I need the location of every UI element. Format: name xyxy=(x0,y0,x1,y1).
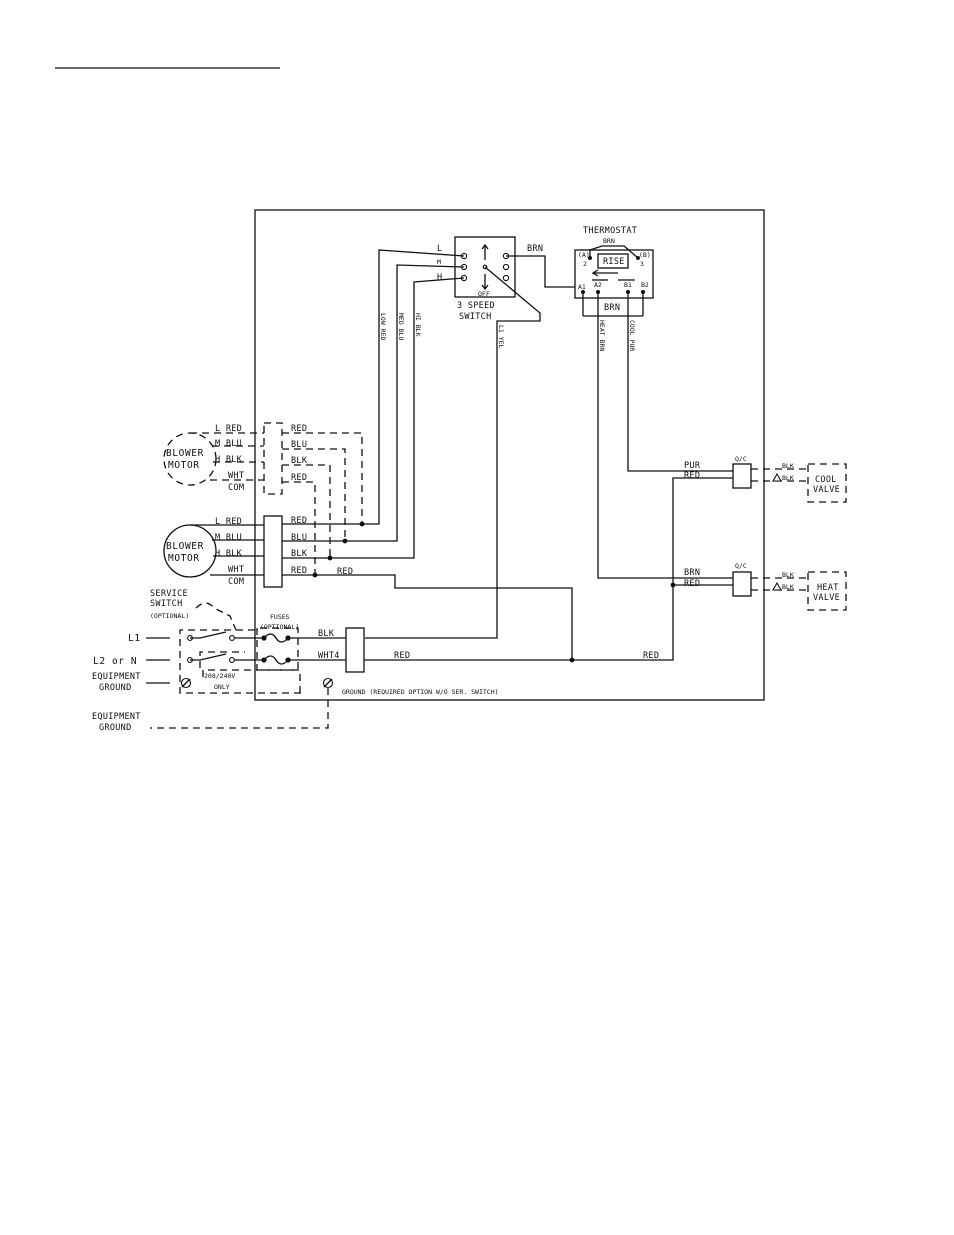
thermostat-rise: RISE xyxy=(603,257,625,267)
cool-valve-2: VALVE xyxy=(813,485,840,495)
line-terminal: BLK WHT4 RED RED xyxy=(288,477,733,673)
wire-label-l1-yel: L1 YEL xyxy=(497,325,505,349)
thermostat-term-3: 3 xyxy=(640,260,644,268)
cool-pur-label: PUR xyxy=(684,461,701,471)
motor-solid-lead-wht: WHT xyxy=(228,565,244,575)
cool-qc-label: Q/C xyxy=(735,455,747,463)
heat-valve-2: VALVE xyxy=(813,593,840,603)
cool-blk-1: BLK xyxy=(782,462,794,470)
switch-wires: LOW RED MED BLU HI BLK L1 YEL BRN xyxy=(330,244,575,639)
thermostat-brn-top: BRN xyxy=(603,237,615,245)
service-l2-label: L2 or N xyxy=(93,656,137,667)
motor-solid-title-2: MOTOR xyxy=(168,553,200,564)
fuses-label: FUSES xyxy=(270,613,290,621)
motor-dashed-right-red-2: RED xyxy=(291,473,307,483)
motor-dashed-right-blu: BLU xyxy=(291,440,307,450)
switch-label-m: M xyxy=(437,258,441,266)
wire-label-hi-blk: HI BLK xyxy=(414,313,422,337)
motor-solid-lead-h: H BLK xyxy=(215,549,243,559)
ground: GROUND (REQUIRED OPTION W/O SER. SWITCH)… xyxy=(92,677,499,733)
service-voltage-1: 208/240V xyxy=(204,672,235,680)
heat-blk-1: BLK xyxy=(782,571,794,579)
motor-dashed-lead-wht: WHT xyxy=(228,471,244,481)
switch-label-h: H xyxy=(437,273,442,283)
switch-label-off: OFF xyxy=(478,290,490,298)
cool-valve: PUR RED Q/C BLK BLK COOL VALVE xyxy=(684,455,847,503)
service-voltage-2: ONLY xyxy=(214,683,230,691)
motor-solid-right-blk: BLK xyxy=(291,549,308,559)
fuses: FUSES (OPTIONAL) xyxy=(256,613,299,671)
motor-dashed-lead-m: M BLU xyxy=(215,439,242,449)
service-eq-ground-1: EQUIPMENT xyxy=(92,672,141,682)
motor-solid-lead-com: COM xyxy=(228,577,244,587)
heat-qc-label: Q/C xyxy=(735,562,747,570)
cool-blk-2: BLK xyxy=(782,474,794,482)
three-speed-switch: L M H OFF 3 SPEED SWITCH xyxy=(437,236,516,322)
motor-solid-right-red: RED xyxy=(291,516,307,526)
motor-dashed-lead-l: L RED xyxy=(215,424,242,434)
ground-note: GROUND (REQUIRED OPTION W/O SER. SWITCH) xyxy=(342,688,499,696)
heat-valve-1: HEAT xyxy=(817,583,839,593)
thermostat-term-2: 2 xyxy=(583,260,587,268)
cool-red-label: RED xyxy=(684,471,700,481)
line-red-label: RED xyxy=(394,651,410,661)
motor-solid-lead-l: L RED xyxy=(215,517,242,527)
heat-valve: BRN RED Q/C BLK BLK HEAT VALVE xyxy=(684,562,847,611)
thermostat-term-a2: A2 xyxy=(594,281,602,289)
service-l1-label: L1 xyxy=(128,633,141,644)
switch-title-2: SWITCH xyxy=(459,312,492,322)
switch-title-1: 3 SPEED xyxy=(457,301,495,311)
fuses-optional: (OPTIONAL) xyxy=(260,623,299,631)
service-switch-optional: (OPTIONAL) xyxy=(150,612,189,620)
motor-solid-lead-m: M BLU xyxy=(215,533,242,543)
line-blk-label: BLK xyxy=(318,629,335,639)
motor-dashed-title-2: MOTOR xyxy=(168,460,200,471)
motor-dashed-right-blk: BLK xyxy=(291,456,308,466)
service-eq-ground-2: GROUND xyxy=(99,683,132,693)
motor-solid-right-blu: BLU xyxy=(291,533,307,543)
eq-ground-bottom-1: EQUIPMENT xyxy=(92,712,141,722)
unit-enclosure xyxy=(254,209,765,701)
motor-solid-title-1: BLOWER xyxy=(166,541,204,552)
motor-solid-right-red-3: RED xyxy=(337,567,353,577)
heat-red-label: RED xyxy=(684,579,700,589)
eq-ground-bottom-2: GROUND xyxy=(99,723,132,733)
wire-label-brn: BRN xyxy=(527,244,543,254)
wire-label-med-blu: MED BLU xyxy=(397,313,405,340)
wire-label-cool-pur: COOL PUR xyxy=(628,320,636,351)
motor-dashed-right-red: RED xyxy=(291,424,307,434)
line-wht-label: WHT4 xyxy=(318,651,340,661)
thermostat-term-b-top: (B) xyxy=(639,251,651,259)
thermostat-title: THERMOSTAT xyxy=(583,226,637,236)
line-red2-label: RED xyxy=(643,651,659,661)
motor-dashed-lead-h: H BLK xyxy=(215,455,243,465)
thermostat: THERMOSTAT BRN RISE (A) (B) 2 3 A1 A2 B1… xyxy=(574,226,733,579)
thermostat-term-a1: A1 xyxy=(578,283,586,291)
blower-motor-dashed: BLOWER MOTOR L RED M BLU H BLK WHT COM R… xyxy=(163,422,363,575)
heat-blk-2: BLK xyxy=(782,583,794,591)
wire-label-low-red: LOW RED xyxy=(379,313,387,340)
service-switch-label-1: SERVICE xyxy=(150,589,188,599)
motor-solid-right-red-2: RED xyxy=(291,566,307,576)
thermostat-term-b1: B1 xyxy=(624,281,632,289)
service-switch: SERVICE SWITCH (OPTIONAL) L1 L2 or N EQU… xyxy=(92,589,304,694)
motor-dashed-lead-com: COM xyxy=(228,483,244,493)
heat-brn-label: BRN xyxy=(684,568,700,578)
switch-label-l: L xyxy=(437,244,442,254)
service-switch-label-2: SWITCH xyxy=(150,599,183,609)
thermostat-term-b2: B2 xyxy=(641,281,649,289)
wire-label-heat-brn: HEAT BRN xyxy=(598,320,606,351)
motor-dashed-title-1: BLOWER xyxy=(166,448,204,459)
cool-valve-1: COOL xyxy=(815,475,837,485)
blower-motor-solid: BLOWER MOTOR L RED M BLU H BLK WHT COM R… xyxy=(163,515,573,660)
thermostat-brn-bottom: BRN xyxy=(604,303,620,313)
thermostat-term-a-top: (A) xyxy=(578,251,590,259)
